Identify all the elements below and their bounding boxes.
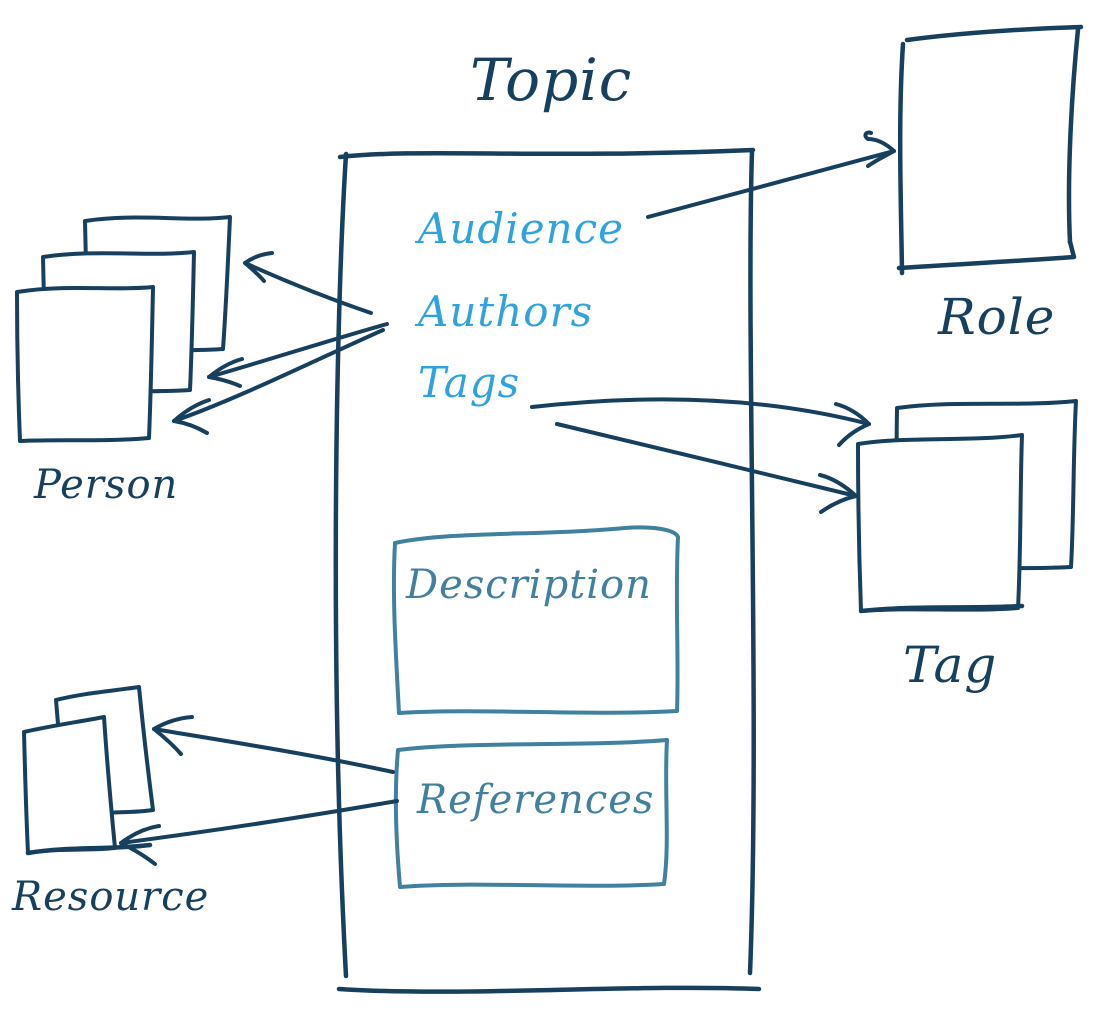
arrow-shaft xyxy=(119,799,399,845)
resource-base-stroke xyxy=(25,842,153,856)
tag-entity: Tag xyxy=(856,399,1078,694)
attribute-authors: Authors xyxy=(414,287,593,336)
role-entity: Role xyxy=(896,24,1084,346)
tag-base-stroke xyxy=(858,603,1025,614)
references-box xyxy=(393,738,669,889)
arrow-head xyxy=(243,251,274,283)
topic-box-top xyxy=(337,147,756,160)
arrow-head xyxy=(119,824,161,866)
arrow-authors-to-person-3 xyxy=(172,328,385,435)
description-section: Description xyxy=(391,525,680,715)
arrow-tags-to-tag-2 xyxy=(555,422,858,514)
tag-card-front xyxy=(856,433,1024,613)
person-entity: Person xyxy=(15,215,232,508)
arrow-head xyxy=(172,398,211,435)
role-card-right xyxy=(1066,26,1081,245)
attribute-audience: Audience xyxy=(414,204,624,253)
arrow-shaft xyxy=(555,422,858,498)
resource-label: Resource xyxy=(11,874,209,920)
arrow-head xyxy=(863,130,896,168)
role-card-top xyxy=(904,24,1084,43)
arrow-authors-to-person-2 xyxy=(207,322,389,388)
resource-entity: Resource xyxy=(11,685,209,920)
arrow-head xyxy=(818,473,858,514)
topic-entity: Topic Audience Authors Tags Description … xyxy=(333,46,762,994)
arrow-shaft xyxy=(530,397,871,426)
relationship-arrows xyxy=(119,130,896,866)
arrow-head xyxy=(834,402,871,447)
topic-box-bottom xyxy=(336,985,762,994)
arrow-references-to-resource-1 xyxy=(152,715,395,774)
topic-box-right xyxy=(747,148,756,976)
description-label: Description xyxy=(405,562,652,608)
role-label: Role xyxy=(937,288,1055,346)
topic-title: Topic xyxy=(470,46,632,114)
attribute-tags: Tags xyxy=(418,358,520,407)
arrow-shaft xyxy=(243,261,373,315)
references-section: References xyxy=(393,738,669,889)
arrow-references-to-resource-2 xyxy=(119,799,399,866)
arrow-audience-to-role xyxy=(646,130,896,219)
arrow-head xyxy=(152,715,194,756)
arrow-shaft xyxy=(152,727,395,774)
tag-label: Tag xyxy=(903,636,997,694)
arrow-authors-to-person-1 xyxy=(243,251,373,315)
description-box xyxy=(391,525,680,715)
resource-card-front xyxy=(22,715,117,855)
person-label: Person xyxy=(33,462,178,508)
role-card-bottom xyxy=(896,239,1077,271)
references-label: References xyxy=(416,777,654,823)
arrow-tags-to-tag-1 xyxy=(530,397,871,447)
topic-box-left xyxy=(333,151,349,979)
arrow-shaft xyxy=(646,149,896,219)
person-card-front xyxy=(15,285,155,443)
role-card-left xyxy=(897,41,906,276)
arrow-shaft xyxy=(207,322,389,379)
arrow-shaft xyxy=(172,328,385,423)
arrow-head xyxy=(207,357,244,388)
